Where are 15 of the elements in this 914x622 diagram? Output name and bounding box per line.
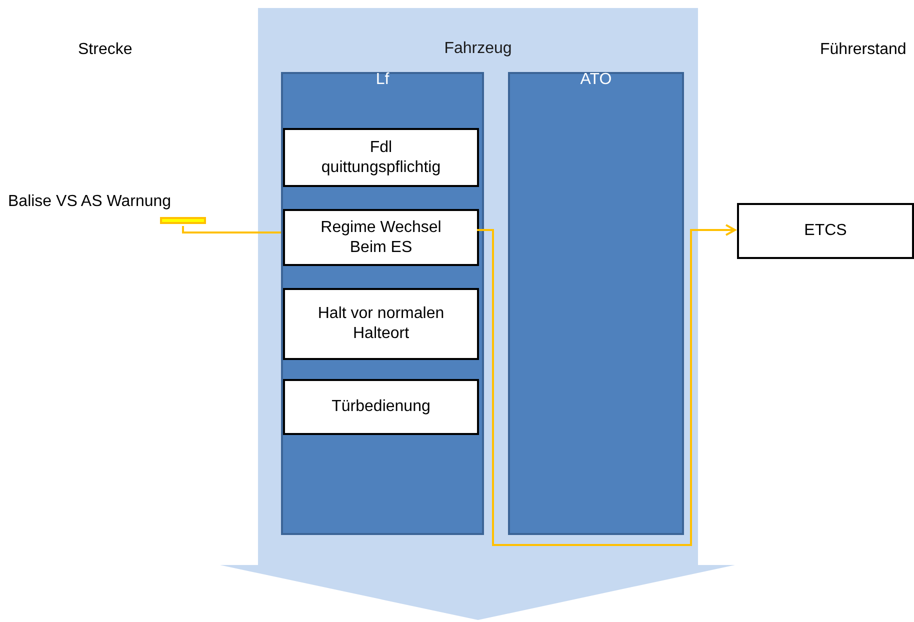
- process-box: ETCS: [737, 203, 914, 259]
- column-panel: [508, 72, 684, 535]
- process-box: Regime Wechsel Beim ES: [283, 209, 479, 266]
- column-panel: [281, 72, 484, 535]
- vehicle-arrow-band: [220, 8, 735, 620]
- process-box: Fdl quittungspflichtig: [283, 128, 479, 187]
- column-title: Lf: [374, 70, 390, 90]
- column-title: ATO: [579, 70, 613, 90]
- band-title: Fahrzeug: [443, 39, 513, 59]
- connector-arrow: [477, 224, 736, 546]
- process-box: Halt vor normalen Halteort: [283, 288, 479, 360]
- column-heading: Führerstand: [820, 40, 906, 60]
- column-heading: Strecke: [78, 40, 132, 60]
- balise-label: Balise VS AS Warnung: [8, 192, 172, 212]
- process-box: Türbedienung: [283, 379, 479, 435]
